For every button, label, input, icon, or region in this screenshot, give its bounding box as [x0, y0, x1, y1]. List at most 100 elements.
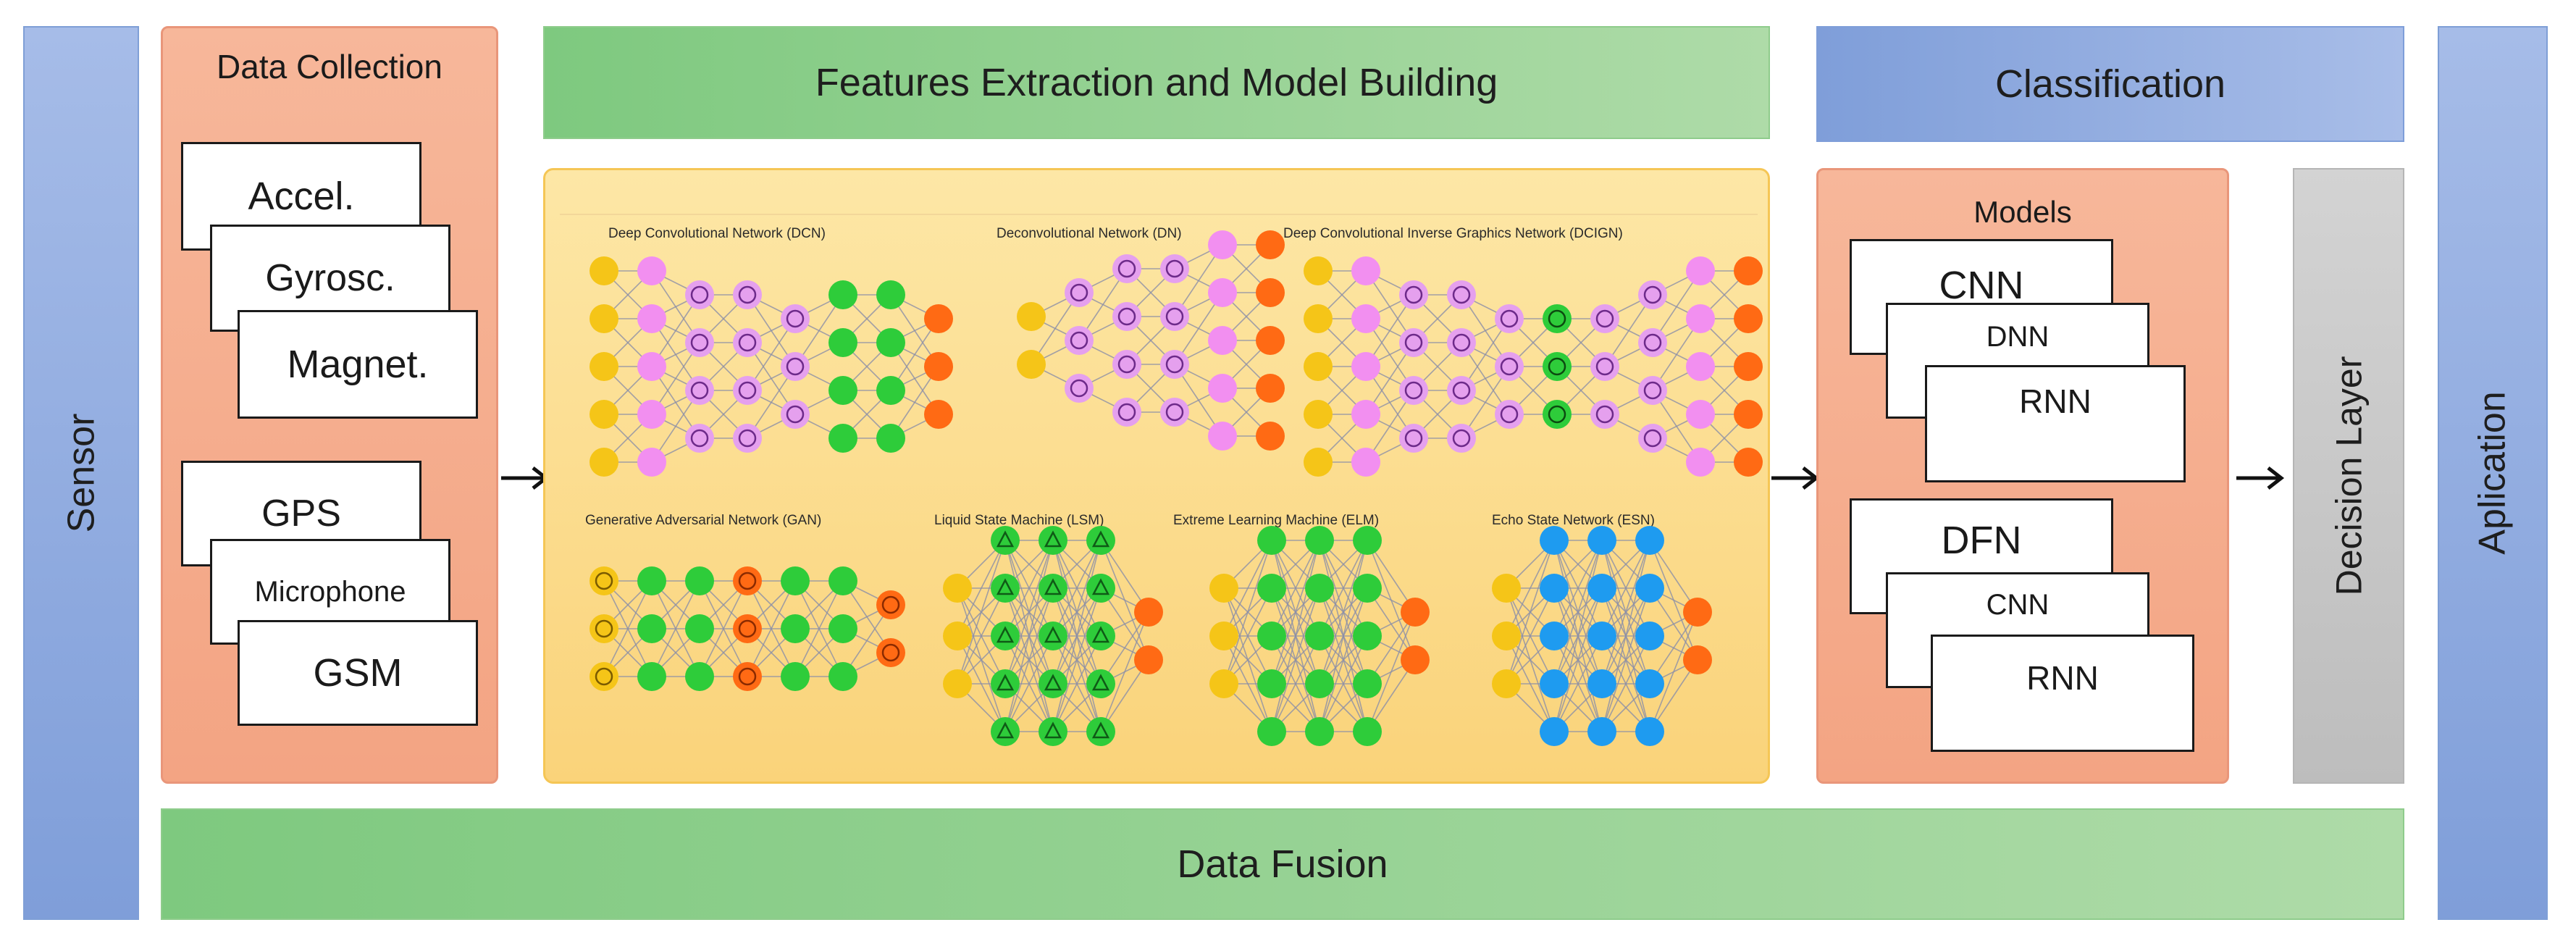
neuron-ring [1500, 309, 1519, 328]
neuron-node [685, 328, 714, 357]
neuron-node [1353, 717, 1382, 746]
neuron-ring [738, 333, 757, 352]
neuron-node [1635, 717, 1664, 746]
neuron-node [1305, 669, 1334, 698]
neuron-node [1543, 304, 1572, 333]
neuron-ring [738, 619, 757, 638]
connection-line [1052, 540, 1102, 732]
neuron-node [1086, 574, 1115, 603]
neuron-node [1256, 230, 1285, 259]
spiking-marker [996, 578, 1015, 595]
neuron-node [590, 566, 618, 595]
neuron-node [1540, 669, 1569, 698]
neuron-node [637, 448, 666, 477]
connection-line [1367, 611, 1416, 732]
neuron-ring [738, 381, 757, 400]
neuron-ring [1117, 307, 1136, 326]
neuron-node [1353, 621, 1382, 650]
model-rnn2-card: RNN [1931, 635, 2194, 752]
neuron-node [685, 566, 714, 595]
neuron-node [637, 662, 666, 691]
model-rnn-card: RNN [1925, 365, 2186, 482]
model-cnn-label: CNN [1939, 264, 2024, 307]
connection-line [651, 580, 700, 677]
neuron-node [1257, 574, 1286, 603]
neuron-node [828, 280, 857, 309]
connection-line [1004, 635, 1054, 732]
neuron-node [828, 328, 857, 357]
neuron-ring [881, 595, 900, 614]
connection-line [1271, 540, 1320, 637]
neuron-node [637, 400, 666, 429]
neuron-node [1039, 621, 1067, 650]
neuron-node [1587, 621, 1616, 650]
neuron-node [1638, 280, 1667, 309]
elm-title: Extreme Learning Machine (ELM) [1173, 513, 1380, 528]
neuron-node [1208, 278, 1237, 307]
neuron-node [1686, 256, 1715, 285]
neuron-node [1256, 422, 1285, 451]
neuron-node [1495, 352, 1524, 381]
neuron-node [1353, 526, 1382, 555]
neuron-ring [1643, 429, 1662, 448]
magnet-card: Magnet. [238, 310, 478, 419]
neuron-node [1635, 621, 1664, 650]
neuron-node [781, 662, 810, 691]
neuron-ring [1452, 429, 1471, 448]
neuron-ring [786, 405, 805, 424]
neuron-node [733, 376, 762, 405]
neuron-node [685, 662, 714, 691]
neuron-node [1039, 574, 1067, 603]
neuron-node [1734, 400, 1763, 429]
neuron-node [1638, 424, 1667, 453]
neuron-ring [595, 619, 613, 638]
neuron-node [1399, 328, 1428, 357]
neuron-node [1304, 400, 1333, 429]
neuron-node [1590, 400, 1619, 429]
neuron-node [685, 424, 714, 453]
neuron-ring [738, 572, 757, 590]
connection-line [1601, 540, 1650, 685]
connection-line [1052, 540, 1102, 685]
neuron-node [1086, 717, 1115, 746]
neuron-node [876, 424, 905, 453]
neuron-node [1686, 448, 1715, 477]
neuron-node [1039, 669, 1067, 698]
connection-line [1004, 587, 1054, 732]
model-cnn2-label: CNN [1986, 589, 2050, 621]
neuron-node [1134, 598, 1163, 627]
neuron-ring [690, 429, 709, 448]
neuron-node [1112, 398, 1141, 427]
neuron-node [590, 304, 618, 333]
neuron-ring [1404, 333, 1423, 352]
neuron-ring [1070, 379, 1088, 398]
neuron-node [781, 614, 810, 643]
neuron-node [924, 400, 953, 429]
connection-line [603, 580, 653, 677]
connection-line [1601, 540, 1650, 637]
spiking-marker [996, 721, 1015, 739]
neuron-ring [1165, 355, 1184, 374]
neuron-node [1160, 350, 1189, 379]
neuron-ring [1595, 405, 1614, 424]
neuron-node [781, 566, 810, 595]
neuron-ring [786, 357, 805, 376]
neuron-node [1039, 717, 1067, 746]
connection-line [957, 540, 1006, 685]
spiking-marker [1091, 674, 1110, 691]
neuron-node [1305, 717, 1334, 746]
neuron-node [1590, 304, 1619, 333]
neuron-node [1734, 256, 1763, 285]
neuron-node [733, 328, 762, 357]
neuron-node [1540, 717, 1569, 746]
neuron-node [876, 328, 905, 357]
neuron-node [1065, 374, 1094, 403]
neuron-node [1447, 328, 1476, 357]
neuron-ring [1643, 333, 1662, 352]
neuron-node [781, 304, 810, 333]
neuron-node [590, 448, 618, 477]
models-title: Models [1973, 195, 2072, 229]
neuron-ring [595, 667, 613, 686]
neuron-node [1256, 278, 1285, 307]
neuron-node [1086, 621, 1115, 650]
